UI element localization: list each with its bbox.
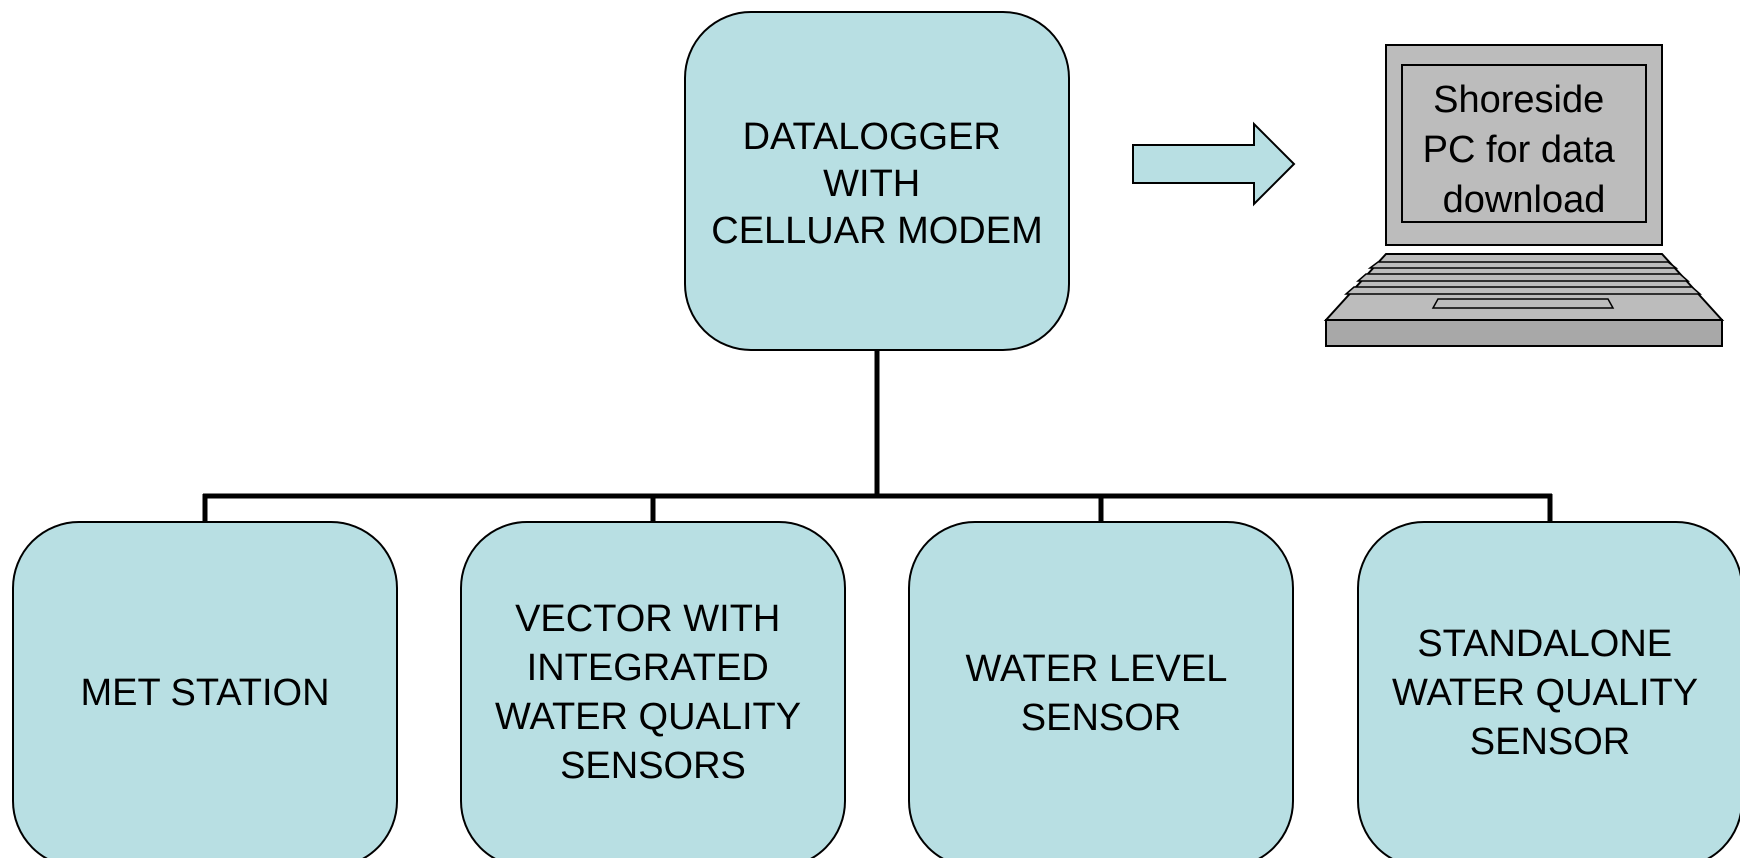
right-arrow-icon: [1132, 121, 1296, 207]
vector-node: VECTOR WITH INTEGRATED WATER QUALITY SEN…: [460, 521, 846, 858]
laptop-key-row-2: [1356, 273, 1690, 282]
datalogger-node: DATALOGGER WITH CELLUAR MODEM: [684, 11, 1070, 351]
datalogger-label-line-1: DATALOGGER: [743, 116, 1001, 158]
datalogger-box: [684, 11, 1070, 351]
laptop-screen: [1401, 64, 1647, 223]
datalogger-label: DATALOGGER WITH CELLUAR MODEM: [711, 116, 1043, 252]
datalogger-label-line-3: CELLUAR MODEM: [711, 210, 1043, 252]
laptop-base: [1325, 319, 1723, 347]
standalone-wq-label-line-2: WATER QUALITY: [1392, 672, 1698, 714]
met-station-box: [12, 521, 398, 858]
met-station-node: MET STATION: [12, 521, 398, 858]
vector-label: VECTOR WITH INTEGRATED WATER QUALITY SEN…: [495, 598, 811, 787]
water-level-label-line-2: SENSOR: [1021, 697, 1181, 739]
standalone-wq-box: [1357, 521, 1740, 858]
datalogger-label-line-2: WITH: [823, 163, 920, 205]
water-level-label-line-1: WATER LEVEL: [966, 648, 1227, 690]
laptop-key-row-3: [1344, 286, 1702, 295]
water-level-label: WATER LEVEL SENSOR: [966, 648, 1237, 739]
water-level-box: [908, 521, 1294, 858]
laptop-touchpad: [1431, 298, 1615, 309]
vector-label-line-4: SENSORS: [560, 745, 746, 787]
water-level-node: WATER LEVEL SENSOR: [908, 521, 1294, 858]
standalone-wq-label-line-1: STANDALONE: [1417, 623, 1672, 665]
met-station-label-line-1: MET STATION: [80, 672, 329, 714]
shoreside-pc-label-line-1: Shoreside: [1433, 79, 1604, 121]
standalone-wq-label: STANDALONE WATER QUALITY SENSOR: [1392, 623, 1708, 763]
standalone-wq-node: STANDALONE WATER QUALITY SENSOR: [1357, 521, 1740, 858]
vector-label-line-1: VECTOR WITH: [515, 598, 780, 640]
connector-tree: [202, 350, 1553, 522]
met-station-label: MET STATION: [80, 672, 329, 714]
vector-label-line-3: WATER QUALITY: [495, 696, 801, 738]
shoreside-pc-label-line-3: download: [1443, 179, 1606, 221]
standalone-wq-label-line-3: SENSOR: [1470, 721, 1630, 763]
laptop-icon: Shoreside PC for data download: [1323, 44, 1725, 347]
laptop-key-row-1: [1367, 261, 1679, 269]
vector-label-line-2: INTEGRATED: [527, 647, 769, 689]
vector-box: [460, 521, 846, 858]
shoreside-pc-label: Shoreside PC for data download: [1423, 79, 1626, 221]
shoreside-pc-label-line-2: PC for data: [1423, 129, 1616, 171]
